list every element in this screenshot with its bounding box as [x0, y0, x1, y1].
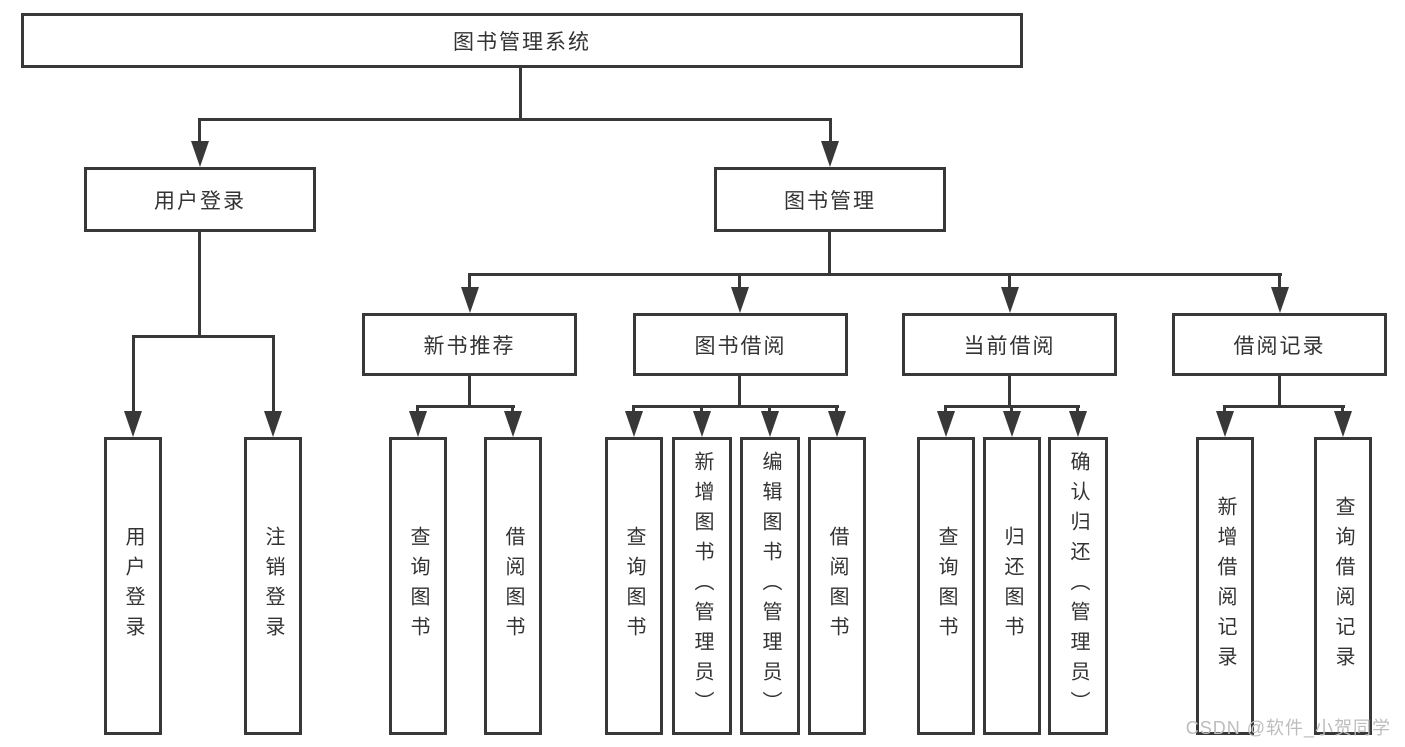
- leaf-label: 查询图书: [407, 526, 429, 646]
- connector-arm: [1341, 405, 1344, 413]
- connector-arm: [416, 405, 419, 413]
- arrow-down-icon: [1271, 287, 1289, 313]
- connector-arm-book-borrowing: [738, 273, 741, 289]
- leaf-label: 借阅图书: [826, 526, 848, 646]
- arrow-down-icon: [264, 411, 282, 437]
- arrow-down-icon: [625, 411, 643, 437]
- connector-arm: [632, 405, 635, 413]
- arrow-down-icon: [409, 411, 427, 437]
- leaf-confirm-return-admin: 确认归还（管理员）: [1048, 437, 1108, 735]
- csdn-watermark: CSDN @软件_小贺同学: [1185, 718, 1391, 738]
- connector-current-borrowing-stub: [1008, 376, 1011, 407]
- node-book-borrowing: 图书借阅: [633, 313, 848, 376]
- connector-arm: [1076, 405, 1079, 413]
- leaf-label: 归还图书: [1001, 526, 1023, 646]
- root-label: 图书管理系统: [453, 30, 591, 54]
- leaf-query-books-recommend: 查询图书: [389, 437, 447, 735]
- borrowing-records-label: 借阅记录: [1233, 334, 1326, 358]
- arrow-down-icon: [821, 141, 839, 167]
- leaf-query-borrow-record: 查询借阅记录: [1314, 437, 1372, 735]
- connector-book-borrowing-split: [632, 405, 839, 408]
- connector-borrowing-records-split: [1223, 405, 1345, 408]
- node-root: 图书管理系统: [21, 13, 1023, 68]
- connector-arm-leaf-logout: [272, 335, 275, 415]
- node-borrowing-records: 借阅记录: [1172, 313, 1387, 376]
- connector-new-book-split: [416, 405, 515, 408]
- leaf-borrow-books: 借阅图书: [808, 437, 866, 735]
- leaf-user-login-label: 用户登录: [122, 526, 144, 646]
- node-user-login: 用户登录: [84, 167, 316, 232]
- connector-arm-new-book: [468, 273, 471, 289]
- arrow-down-icon: [191, 141, 209, 167]
- arrow-down-icon: [1001, 287, 1019, 313]
- leaf-logout-login: 注销登录: [244, 437, 302, 735]
- book-management-label: 图书管理: [784, 189, 876, 213]
- leaf-logout-login-label: 注销登录: [262, 526, 284, 646]
- arrow-down-icon: [1003, 411, 1021, 437]
- arrow-down-icon: [761, 411, 779, 437]
- connector-user-login-split: [132, 335, 275, 338]
- leaf-query-books-borrow: 查询图书: [605, 437, 663, 735]
- connector-arm: [700, 405, 703, 413]
- user-login-label: 用户登录: [154, 189, 246, 213]
- connector-book-management-stub: [828, 232, 831, 275]
- arrow-down-icon: [828, 411, 846, 437]
- connector-arm-user-login: [198, 118, 201, 145]
- leaf-label: 编辑图书（管理员）: [759, 451, 781, 721]
- leaf-label: 借阅图书: [502, 526, 524, 646]
- new-book-recommendation-label: 新书推荐: [423, 334, 516, 358]
- book-borrowing-label: 图书借阅: [694, 334, 787, 358]
- leaf-borrow-books-recommend: 借阅图书: [484, 437, 542, 735]
- arrow-down-icon: [693, 411, 711, 437]
- connector-level3-branch: [468, 273, 1282, 276]
- connector-arm-borrowing-records: [1278, 273, 1281, 289]
- connector-arm: [944, 405, 947, 413]
- arrow-down-icon: [504, 411, 522, 437]
- connector-root-stub: [519, 67, 522, 120]
- connector-root-branch: [198, 118, 832, 121]
- connector-user-login-stub: [198, 232, 201, 337]
- leaf-label: 新增图书（管理员）: [691, 451, 713, 721]
- connector-book-borrowing-stub: [738, 376, 741, 407]
- connector-arm-leaf-user-login: [132, 335, 135, 415]
- leaf-add-books-admin: 新增图书（管理员）: [672, 437, 732, 735]
- connector-arm-current-borrowing: [1008, 273, 1011, 289]
- connector-borrowing-records-stub: [1278, 376, 1281, 407]
- connector-arm: [511, 405, 514, 413]
- connector-arm: [768, 405, 771, 413]
- arrow-down-icon: [461, 287, 479, 313]
- arrow-down-icon: [1334, 411, 1352, 437]
- leaf-return-books: 归还图书: [983, 437, 1041, 735]
- connector-new-book-stub: [468, 376, 471, 407]
- node-current-borrowing: 当前借阅: [902, 313, 1117, 376]
- leaf-query-books-current: 查询图书: [917, 437, 975, 735]
- leaf-label: 查询图书: [935, 526, 957, 646]
- leaf-user-login: 用户登录: [104, 437, 162, 735]
- current-borrowing-label: 当前借阅: [963, 334, 1056, 358]
- node-book-management: 图书管理: [714, 167, 946, 232]
- arrow-down-icon: [1216, 411, 1234, 437]
- leaf-edit-books-admin: 编辑图书（管理员）: [740, 437, 800, 735]
- leaf-add-borrow-record: 新增借阅记录: [1196, 437, 1254, 735]
- node-new-book-recommendation: 新书推荐: [362, 313, 577, 376]
- connector-arm: [1223, 405, 1226, 413]
- arrow-down-icon: [1069, 411, 1087, 437]
- leaf-label: 查询借阅记录: [1332, 496, 1354, 676]
- connector-arm: [1010, 405, 1013, 413]
- arrow-down-icon: [937, 411, 955, 437]
- arrow-down-icon: [124, 411, 142, 437]
- leaf-label: 确认归还（管理员）: [1067, 451, 1089, 721]
- leaf-label: 查询图书: [623, 526, 645, 646]
- arrow-down-icon: [731, 287, 749, 313]
- connector-arm: [835, 405, 838, 413]
- leaf-label: 新增借阅记录: [1214, 496, 1236, 676]
- connector-arm-book-management: [829, 118, 832, 145]
